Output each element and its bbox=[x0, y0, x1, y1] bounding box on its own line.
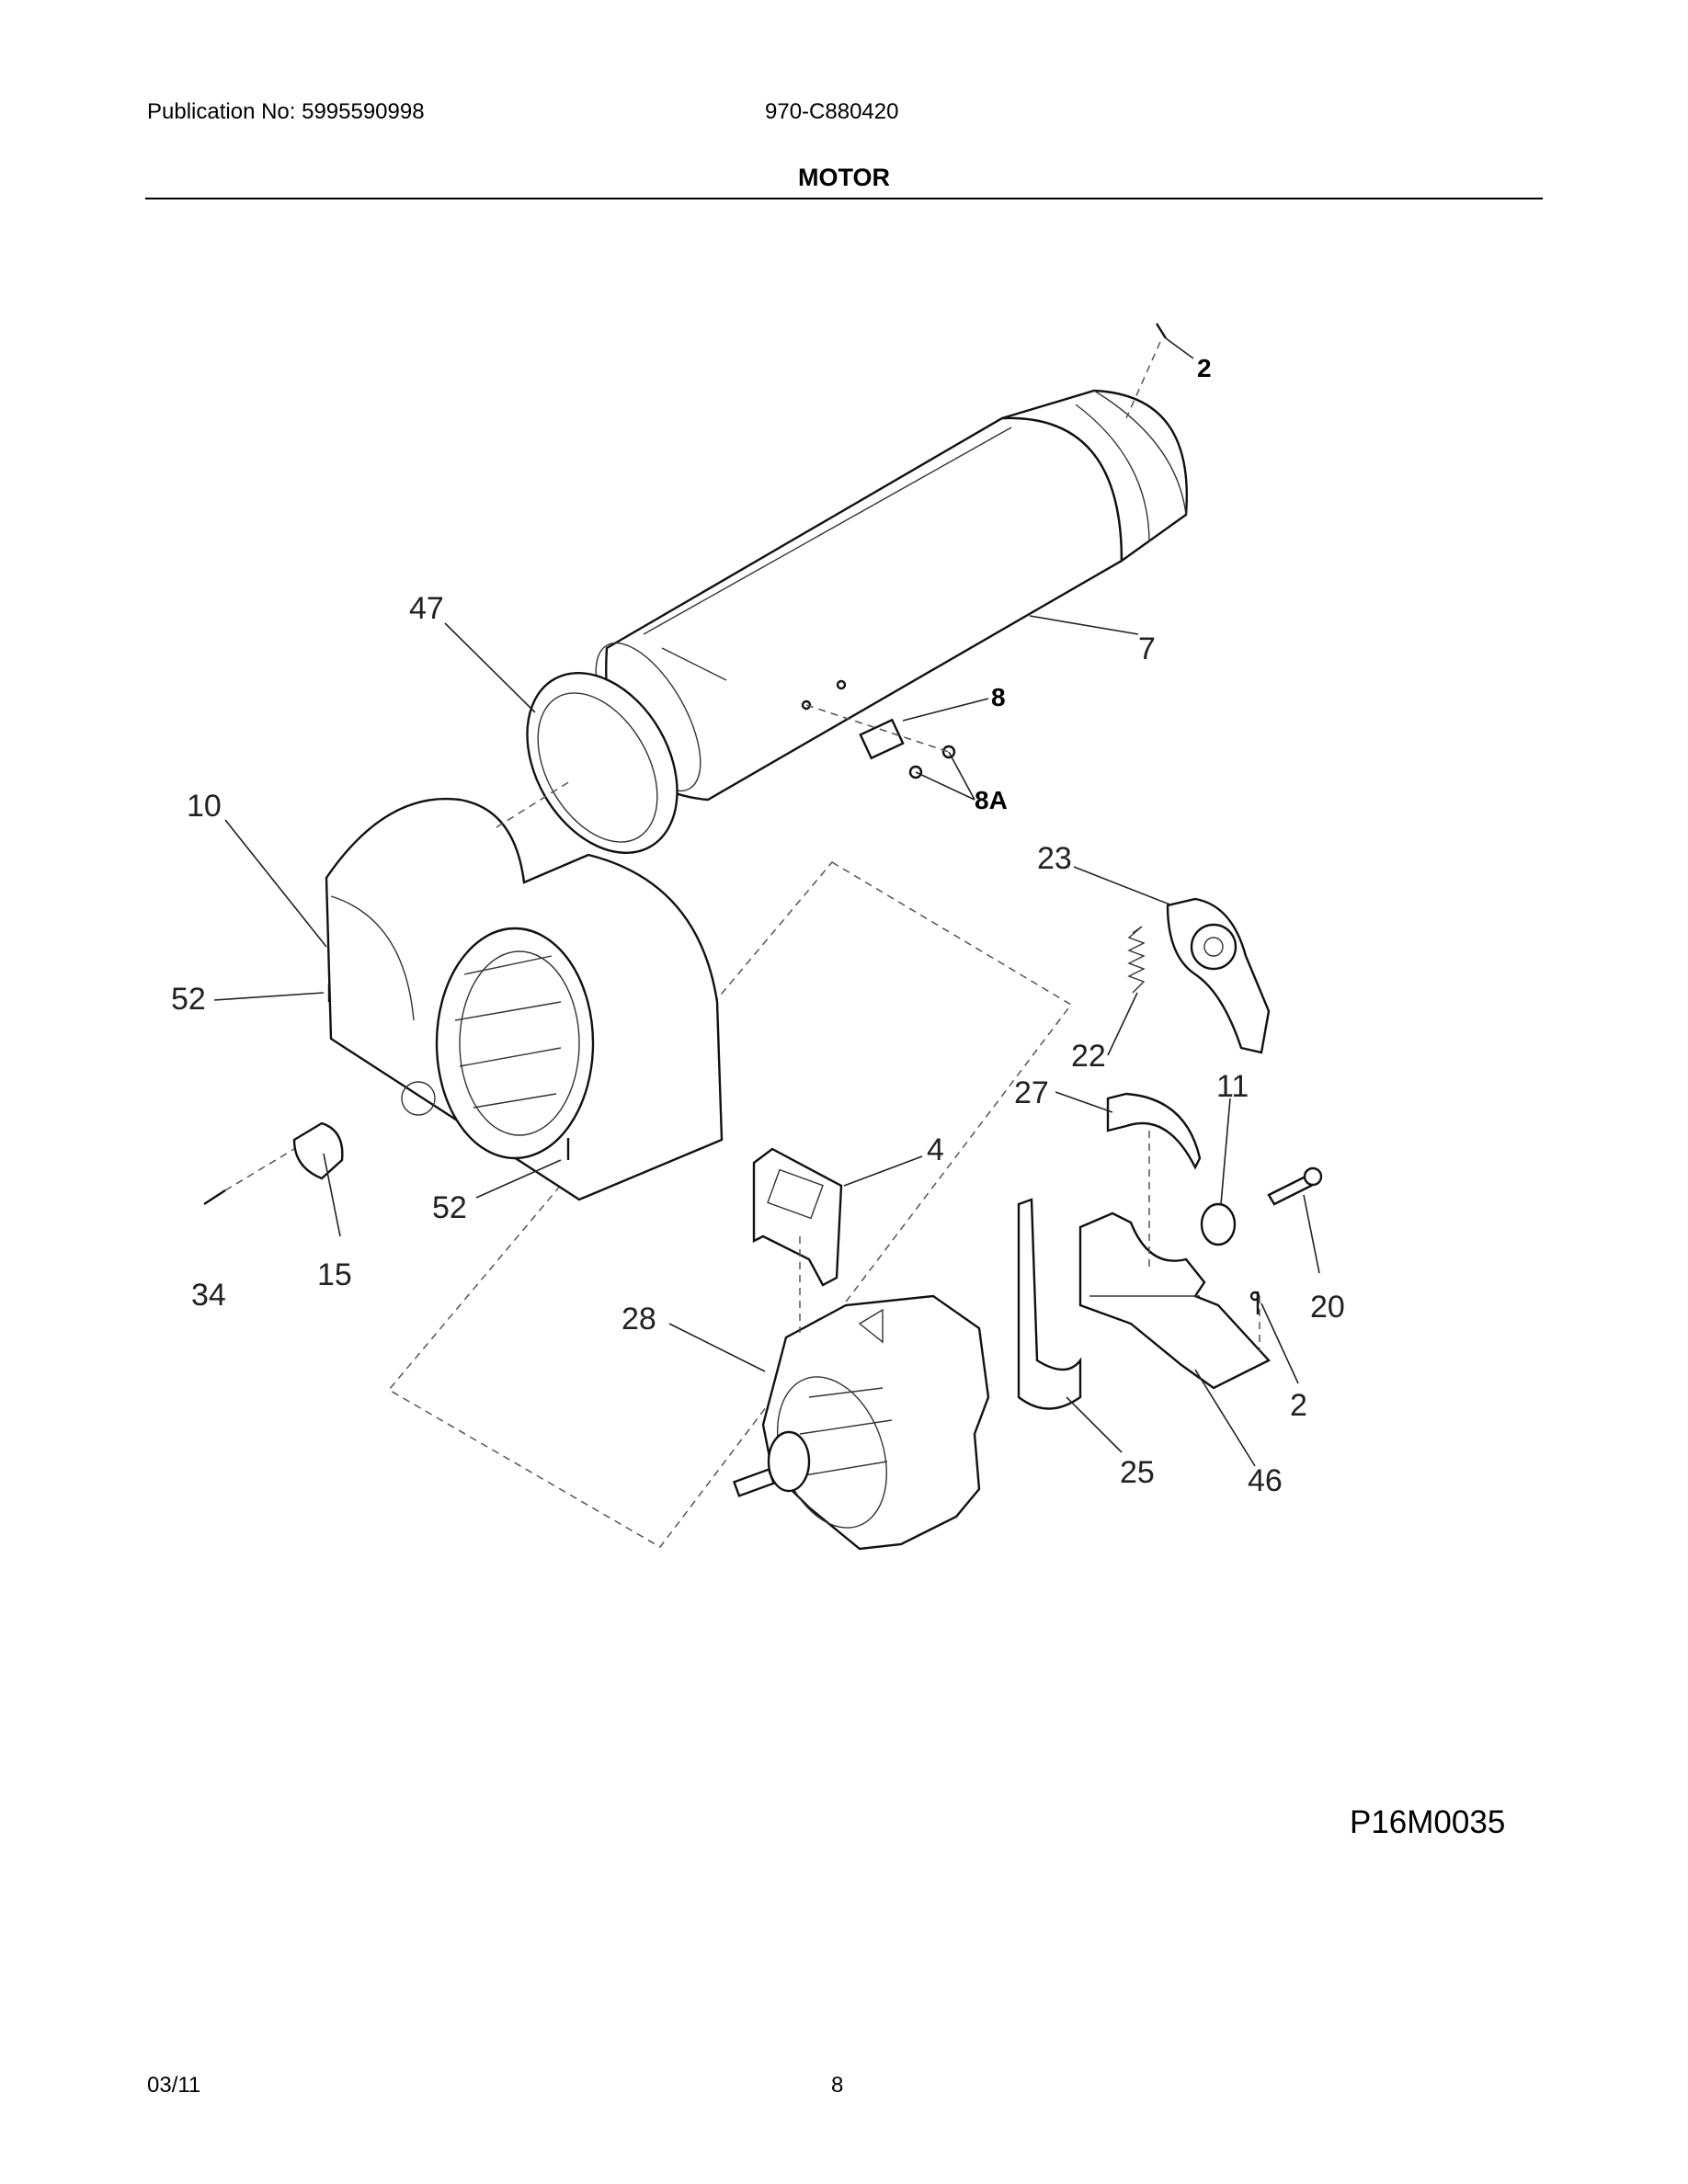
callout-7: 7 bbox=[1138, 631, 1156, 666]
page-title: MOTOR bbox=[798, 164, 890, 191]
part-23-idler-arm bbox=[1166, 897, 1271, 1054]
page-number: 8 bbox=[831, 2073, 844, 2098]
part-20-bolt bbox=[1267, 1166, 1323, 1206]
part-15-cap bbox=[203, 1121, 344, 1206]
callout-4: 4 bbox=[927, 1132, 944, 1167]
callout-11: 11 bbox=[1216, 1069, 1249, 1104]
callout-20: 20 bbox=[1310, 1290, 1345, 1325]
callout-10: 10 bbox=[187, 789, 222, 824]
callout-8a: 8A bbox=[975, 786, 1008, 814]
header-divider bbox=[145, 198, 1543, 199]
callout-25: 25 bbox=[1120, 1455, 1155, 1490]
callout-52-bottom: 52 bbox=[432, 1190, 467, 1225]
part-10-blower-housing bbox=[325, 797, 724, 1201]
callout-27: 27 bbox=[1014, 1075, 1049, 1110]
callout-46: 46 bbox=[1248, 1463, 1283, 1498]
callout-2-bottom: 2 bbox=[1290, 1388, 1307, 1423]
callout-47: 47 bbox=[409, 591, 444, 626]
callout-2-top: 2 bbox=[1197, 354, 1212, 382]
callout-15: 15 bbox=[317, 1257, 352, 1292]
callout-28: 28 bbox=[622, 1302, 656, 1337]
drawing-code: P16M0035 bbox=[1350, 1804, 1506, 1840]
callout-34: 34 bbox=[191, 1278, 226, 1313]
callout-23: 23 bbox=[1037, 841, 1072, 876]
part-25-strap bbox=[1017, 1198, 1082, 1410]
callout-22: 22 bbox=[1071, 1039, 1106, 1074]
callout-8: 8 bbox=[991, 683, 1006, 711]
part-4-guard bbox=[752, 1147, 843, 1287]
part-27-bracket bbox=[1106, 1092, 1202, 1170]
publication-number: Publication No: 5995590998 bbox=[147, 99, 425, 124]
model-number: 970-C880420 bbox=[765, 99, 899, 124]
footer-date: 03/11 bbox=[147, 2073, 201, 2098]
part-11-pulley bbox=[1200, 1202, 1237, 1246]
part-7-tube bbox=[595, 389, 1188, 802]
part-2-top-screw bbox=[1125, 323, 1168, 419]
part-47-ring bbox=[526, 672, 679, 854]
leader-lines bbox=[213, 337, 1320, 1467]
part-28-motor bbox=[732, 1294, 990, 1551]
part-22-spring bbox=[1127, 926, 1146, 994]
callout-52-left: 52 bbox=[171, 982, 206, 1017]
guide-ring-to-housing bbox=[496, 780, 571, 828]
motor-mount-outline bbox=[387, 861, 1073, 1548]
part-46-mount-plate bbox=[1078, 1211, 1271, 1390]
